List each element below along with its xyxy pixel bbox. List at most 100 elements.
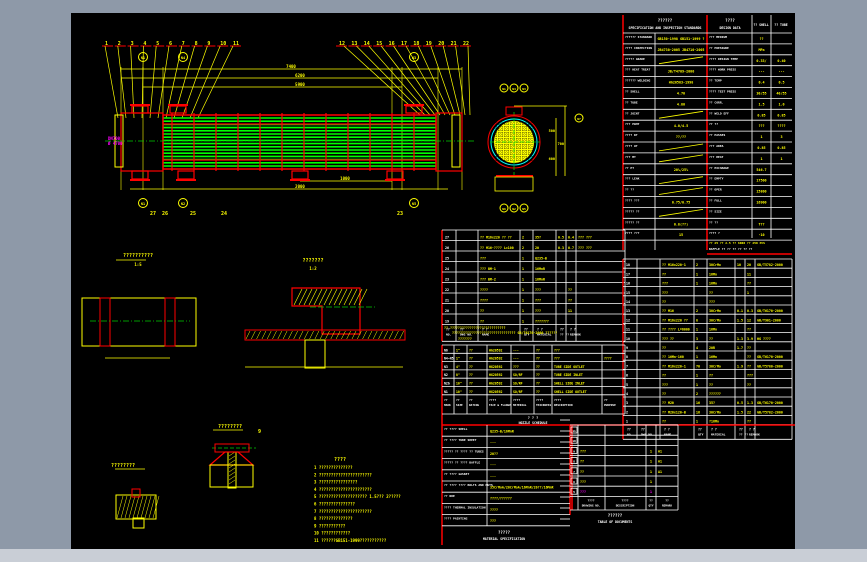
bom-cell-mat: 16Mn — [709, 282, 717, 286]
bom-cell-mat: 16MnR — [535, 278, 545, 282]
bom-cell-qty: 2 — [522, 236, 524, 240]
bom-cell-name: ?? M16x220-1 — [662, 263, 686, 267]
nozzle-cell: SHELL SIDE INLET — [554, 382, 585, 386]
nozzle-cell: 4" — [456, 365, 460, 369]
document-qty: 1 — [650, 460, 652, 464]
dimension-text: 500 — [549, 129, 555, 133]
hatch-line — [351, 330, 357, 340]
nozzle-cell: HG20592 — [489, 373, 503, 377]
bom-cell-mat: 30CrMo — [709, 410, 721, 414]
bom-cell-qty: 4 — [696, 346, 698, 350]
detail-title: ??????? — [302, 258, 323, 264]
nozzle-cell: HG20592 — [489, 357, 503, 361]
bom-header: QTY — [524, 333, 530, 337]
bom-cell-mat: 16MnR — [535, 267, 545, 271]
bom-cell-mat: 20 — [535, 246, 539, 250]
bom-header: ?? ?? — [560, 333, 569, 337]
material-spec-title: ????? — [498, 530, 511, 535]
nozzle-reference-label: N5 — [412, 202, 416, 206]
hatch-line — [298, 330, 304, 340]
bom-header: QTY — [698, 433, 704, 437]
design-data-value: JB4730-2005 JB4710-2005 — [658, 48, 705, 52]
nozzle-cell: --- — [513, 357, 519, 361]
viewer-horizontal-scrollbar[interactable] — [0, 549, 867, 562]
leader-line — [418, 45, 451, 116]
saddle-mid — [291, 170, 309, 180]
design-data-label: ?????? WELDING — [625, 79, 650, 83]
document-index: 9 — [573, 449, 575, 453]
hatch-line — [144, 495, 152, 519]
nozzle-cell: ?? — [469, 365, 473, 369]
material-spec-label: ?? ???? TUBE SHEET — [444, 438, 477, 442]
part-balloon-label: 10 — [220, 41, 226, 47]
bom-header: ?? — [627, 428, 631, 432]
design-data-label: ????? ?? — [625, 220, 640, 224]
bom-cell-no: 4 — [626, 392, 628, 396]
table-header: ?? SHELL — [753, 23, 768, 27]
hatch-line — [388, 330, 394, 340]
bom-cell-name: ?? M16x220-1 — [662, 364, 686, 368]
bom-header: NO. — [446, 333, 452, 337]
bom-cell-mat: ??????? — [535, 320, 549, 324]
empty-cell-slash — [658, 56, 704, 65]
nozzle-header: ???? — [554, 398, 561, 402]
material-spec-value: ??? — [490, 519, 496, 523]
nozzle-cell: ?? — [469, 357, 473, 361]
design-data-item: ?? TEMP — [709, 79, 722, 83]
material-spec-value: Q235-B/16MnR — [490, 430, 514, 434]
documents-title: ?????? — [608, 513, 623, 518]
nozzle-reference-balloon — [509, 203, 519, 213]
bom-cell-mat: ?? — [709, 291, 713, 295]
nozzle-reference-label: N1 — [502, 87, 506, 91]
bom-cell-remark: GB/T6170-2000 — [757, 401, 783, 405]
document-header: ?? — [649, 498, 653, 502]
document-header: QTY — [648, 503, 653, 507]
bom-cell-wt: 0.5 — [737, 401, 743, 405]
hatch-line — [228, 463, 236, 469]
note-item: 1 ?????????????? — [314, 465, 353, 470]
bom-cell-no: 22 — [445, 288, 449, 292]
design-data-value: 4.70 — [677, 92, 685, 96]
document-title: ?? — [580, 470, 584, 474]
part-balloon-label: 11 — [233, 41, 239, 47]
bom-cell-qty: 2 — [696, 263, 698, 267]
detail-outline — [81, 297, 197, 347]
design-data-value: 0.75/0.75 — [672, 201, 690, 205]
design-data-label: ?? JOINT — [625, 111, 640, 115]
design-data-shell-value: 1.5 — [758, 102, 764, 106]
hatch-line — [261, 330, 267, 340]
dimension-text: 700 — [558, 142, 564, 146]
saddle-left — [131, 170, 149, 180]
design-data-item: ??? HEAT — [709, 155, 724, 159]
document-qty: 1 — [650, 490, 652, 494]
hatch-line — [335, 330, 341, 340]
bom-cell-qty: 3 — [696, 337, 698, 341]
detail-plate — [164, 297, 176, 347]
bom-cell-name: ?? 16Mn-160 — [662, 355, 684, 359]
bom-cell-name: ??? — [662, 282, 668, 286]
nozzle-cell: ?? — [469, 382, 473, 386]
design-data-label: ?????? STANDARD — [625, 35, 652, 39]
document-index: 11 — [572, 429, 576, 433]
material-spec-value: --- — [490, 463, 496, 467]
bom-cell-wt: 1.5 — [737, 318, 743, 322]
leader-line — [189, 45, 221, 119]
design-data-shell-value: 16900 — [756, 201, 766, 205]
weld-insert — [131, 488, 141, 498]
bom-cell-total: ??? — [747, 374, 753, 378]
bom-cell-name: ??? — [662, 383, 668, 387]
part-balloon-label: 9 — [258, 429, 261, 435]
leader-line — [430, 45, 456, 116]
bom-header: DWG NO. — [641, 433, 654, 437]
part-balloon-label: 26 — [162, 211, 168, 217]
bom-header: ?? ?? — [739, 433, 748, 437]
nozzle-cell: SO/RF — [513, 382, 523, 386]
nozzle-reference-balloon — [519, 203, 529, 213]
nozzle-header: ?? — [444, 398, 448, 402]
hatch-line — [140, 495, 148, 519]
nozzle-reference-balloon — [409, 52, 419, 62]
design-data-label: ????? GRADE — [625, 57, 645, 61]
